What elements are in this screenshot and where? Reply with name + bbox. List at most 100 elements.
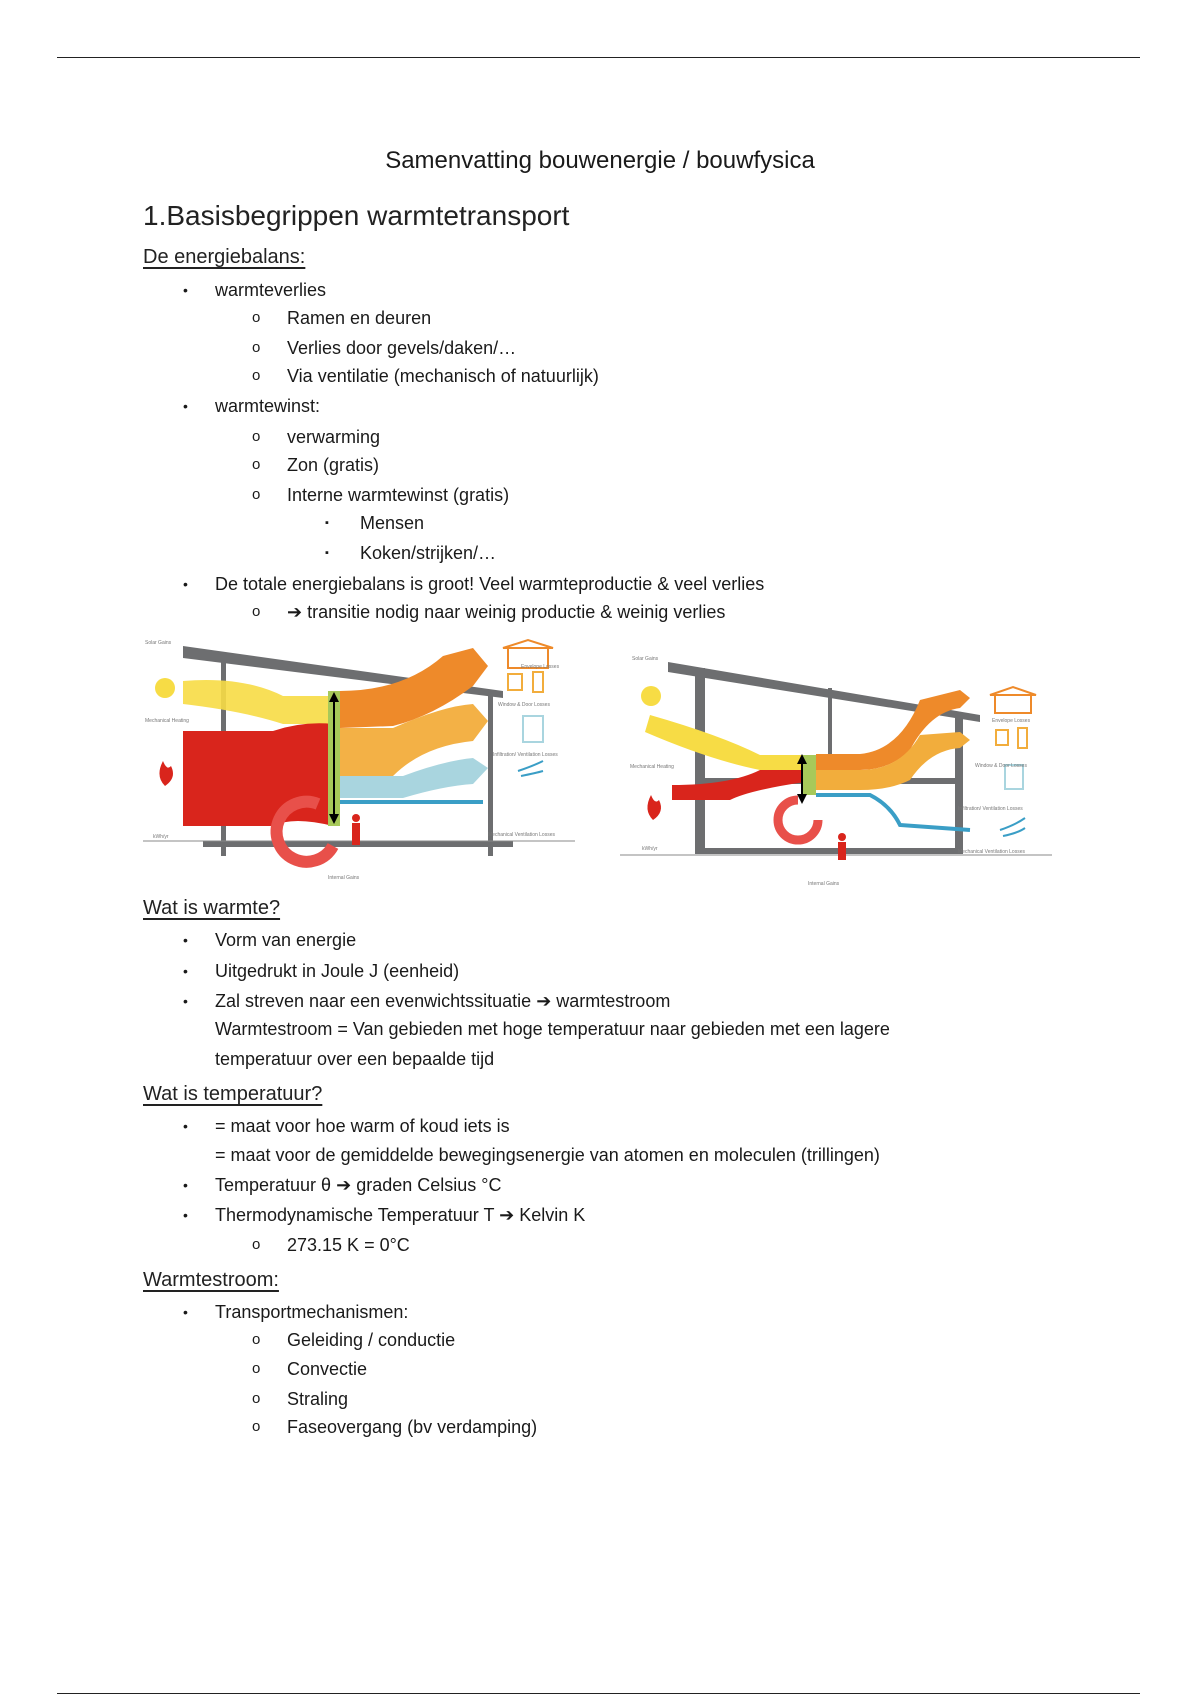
list-item: Convectie	[287, 1359, 368, 1379]
label-solar-gains: Solar Gains	[145, 640, 172, 646]
bullet-icon: •	[183, 993, 188, 1009]
list-item: Koken/strijken/…	[360, 543, 497, 563]
bullet-icon: •	[183, 932, 188, 948]
list-item: Straling	[287, 1389, 349, 1409]
envelope-loss-flow	[340, 648, 488, 728]
label-window-losses: Window & Door Losses	[498, 702, 550, 708]
circle-bullet-icon: o	[252, 1390, 261, 1407]
label-internal-gains: Internal Gains	[808, 881, 840, 887]
label-infiltration-losses: Infiltration/ Ventilation Losses	[493, 752, 558, 758]
section-heading-warmte: Wat is warmte?	[143, 897, 281, 919]
bullet-icon: •	[183, 1304, 188, 1320]
list-item-text: Zal streven naar een evenwichtssituatie	[215, 991, 532, 1011]
section-heading-warmtestroom: Warmtestroom:	[143, 1269, 279, 1291]
envelope-loss-flow	[816, 690, 970, 770]
window-loss-flow	[816, 732, 970, 790]
list-item-continuation: = maat voor de gemiddelde bewegingsenerg…	[215, 1145, 880, 1165]
circle-bullet-icon: o	[252, 339, 261, 356]
label-unit: kWh/yr	[153, 834, 169, 840]
list-item-text: Temperatuur θ	[215, 1175, 332, 1195]
flame-icon	[159, 761, 173, 786]
roof	[668, 662, 980, 722]
label-solar-gains: Solar Gains	[632, 656, 659, 662]
solar-flow	[183, 680, 333, 724]
list-item: verwarming	[287, 427, 381, 447]
circle-bullet-icon: o	[252, 603, 261, 620]
bullet-icon: •	[183, 576, 188, 592]
circle-bullet-icon: o	[252, 1418, 261, 1435]
section-heading-temperatuur: Wat is temperatuur?	[143, 1083, 323, 1105]
section-heading-energiebalans: De energiebalans:	[143, 246, 306, 268]
bullet-icon: •	[183, 282, 188, 298]
infiltration-loss-flow	[340, 758, 488, 798]
chapter-heading: 1.Basisbegrippen warmtetransport	[143, 200, 570, 231]
label-mechanical-heating: Mechanical Heating	[630, 764, 674, 770]
arrow-icon: ➔	[536, 991, 552, 1011]
list-item: Via ventilatie (mechanisch of natuurlijk…	[287, 366, 599, 386]
energy-balance-diagram-after: Solar Gains Mechanical Heating kWh/yr En…	[620, 656, 1052, 887]
list-item-continuation: Warmtestroom = Van gebieden met hoge tem…	[215, 1019, 890, 1039]
energy-balance-diagram-before: Solar Gains Mechanical Heating kWh/yr En…	[143, 638, 575, 881]
arrow-icon: ➔	[499, 1205, 515, 1225]
ventilation-loss-flow	[816, 793, 971, 832]
label-mechanical-heating: Mechanical Heating	[145, 718, 189, 724]
label-envelope-losses: Envelope Losses	[992, 718, 1031, 724]
person-icon	[352, 814, 360, 822]
person-icon	[838, 833, 846, 841]
circle-bullet-icon: o	[252, 1236, 261, 1253]
list-item: Thermodynamische Temperatuur T ➔ Kelvin …	[215, 1200, 585, 1230]
house-icon	[502, 638, 554, 669]
label-mechvent-losses: Mechanical Ventilation Losses	[958, 849, 1025, 855]
list-item: 273.15 K = 0°C	[287, 1235, 410, 1255]
list-item: Temperatuur θ ➔ graden Celsius °C	[215, 1170, 501, 1200]
list-item-text: graden Celsius °C	[356, 1175, 502, 1195]
internal-gains-flow	[270, 795, 339, 868]
list-item-text: warmtestroom	[556, 991, 671, 1011]
house-icon	[989, 685, 1037, 714]
square-bullet-icon: ▪	[325, 547, 329, 559]
list-item: Transportmechanismen:	[215, 1302, 409, 1322]
label-mechvent-losses: Mechanical Ventilation Losses	[488, 832, 555, 838]
list-item: Zon (gratis)	[287, 455, 380, 475]
circle-bullet-icon: o	[252, 456, 261, 473]
document-title: Samenvatting bouwenergie / bouwfysica	[385, 147, 815, 174]
list-item: Faseovergang (bv verdamping)	[287, 1417, 538, 1437]
heating-flow	[183, 723, 333, 826]
circle-bullet-icon: o	[252, 367, 261, 384]
inner-wall	[828, 688, 832, 778]
bullet-icon: •	[183, 398, 188, 414]
circle-bullet-icon: o	[252, 1360, 261, 1377]
list-item: Ramen en deuren	[287, 308, 432, 328]
label-infiltration-losses: Infiltration/ Ventilation Losses	[958, 806, 1023, 812]
header-rule	[57, 57, 1140, 58]
circle-bullet-icon: o	[252, 1331, 261, 1348]
window-icon	[507, 673, 523, 691]
circle-bullet-icon: o	[252, 486, 261, 503]
door-icon	[1017, 727, 1028, 749]
list-item: Geleiding / conductie	[287, 1330, 456, 1350]
list-item: Zal streven naar een evenwichtssituatie …	[215, 986, 670, 1016]
list-item: Interne warmtewinst (gratis)	[287, 485, 510, 505]
list-item-text: Thermodynamische Temperatuur T	[215, 1205, 495, 1225]
label-envelope-losses: Envelope Losses	[521, 664, 560, 670]
sun-icon	[641, 686, 661, 706]
bullet-icon: •	[183, 1177, 188, 1193]
bullet-icon: •	[183, 1118, 188, 1134]
list-item: ➔ transitie nodig naar weinig productie …	[287, 597, 725, 627]
list-item-continuation: temperatuur over een bepaalde tijd	[215, 1049, 495, 1069]
circle-bullet-icon: o	[252, 309, 261, 326]
list-item-text: transitie nodig naar weinig productie & …	[307, 602, 726, 622]
list-item: warmteverlies	[215, 280, 327, 300]
square-bullet-icon: ▪	[325, 517, 329, 529]
sun-icon	[155, 678, 175, 698]
fan-icon	[999, 817, 1026, 837]
fan-icon	[517, 760, 544, 777]
bullet-icon: •	[183, 1207, 188, 1223]
flame-icon	[647, 795, 661, 820]
list-item: Uitgedrukt in Joule J (eenheid)	[215, 961, 460, 981]
list-item: De totale energiebalans is groot! Veel w…	[215, 574, 765, 594]
list-item: warmtewinst:	[215, 396, 321, 416]
footer-rule	[57, 1693, 1140, 1694]
label-window-losses: Window & Door Losses	[975, 763, 1027, 769]
internal-gains-flow	[773, 795, 823, 845]
